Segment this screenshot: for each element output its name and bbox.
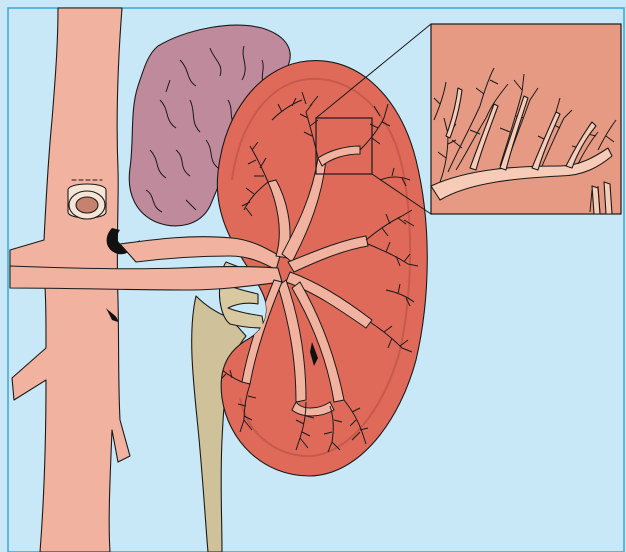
vena-cava-cross-section [68,180,106,219]
magnified-inset [431,24,621,214]
renal-vein [10,266,282,290]
